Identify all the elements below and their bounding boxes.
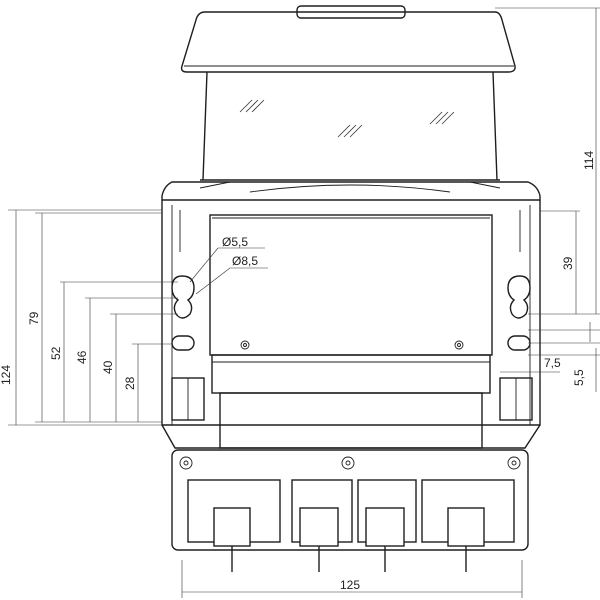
dim-5-5: 5,5: [572, 369, 586, 386]
dimension-lines: [8, 7, 600, 598]
connector-block: [171, 449, 529, 572]
glass-hatch-right: [429, 111, 455, 125]
dim-7-5: 7,5: [544, 356, 561, 370]
top-cap: [180, 5, 516, 73]
mounting-hole-right: [507, 275, 531, 351]
dimension-texts: 124 79 52 46 40 28 114 39 7,5 5,5 125 Ø5…: [0, 151, 596, 592]
dim-79: 79: [27, 311, 41, 325]
clip-left: [171, 377, 205, 421]
glass-hatch-center: [337, 124, 363, 138]
dim-124: 124: [0, 365, 13, 385]
dim-52: 52: [49, 346, 63, 360]
clip-right: [499, 377, 533, 421]
dim-40: 40: [101, 360, 115, 374]
dim-114: 114: [582, 151, 596, 170]
hole-diameter-large: Ø8,5: [232, 254, 258, 268]
mounting-hole-left: [171, 275, 195, 351]
main-housing: [161, 200, 541, 449]
glass-hatch-left: [239, 99, 265, 113]
flange: [161, 181, 541, 201]
cylinder-body: [200, 71, 500, 181]
dim-28: 28: [123, 376, 137, 390]
dim-125: 125: [340, 578, 360, 592]
dim-39: 39: [561, 256, 575, 270]
hole-diameter-small: Ø5,5: [222, 235, 248, 249]
dim-46: 46: [75, 350, 89, 364]
